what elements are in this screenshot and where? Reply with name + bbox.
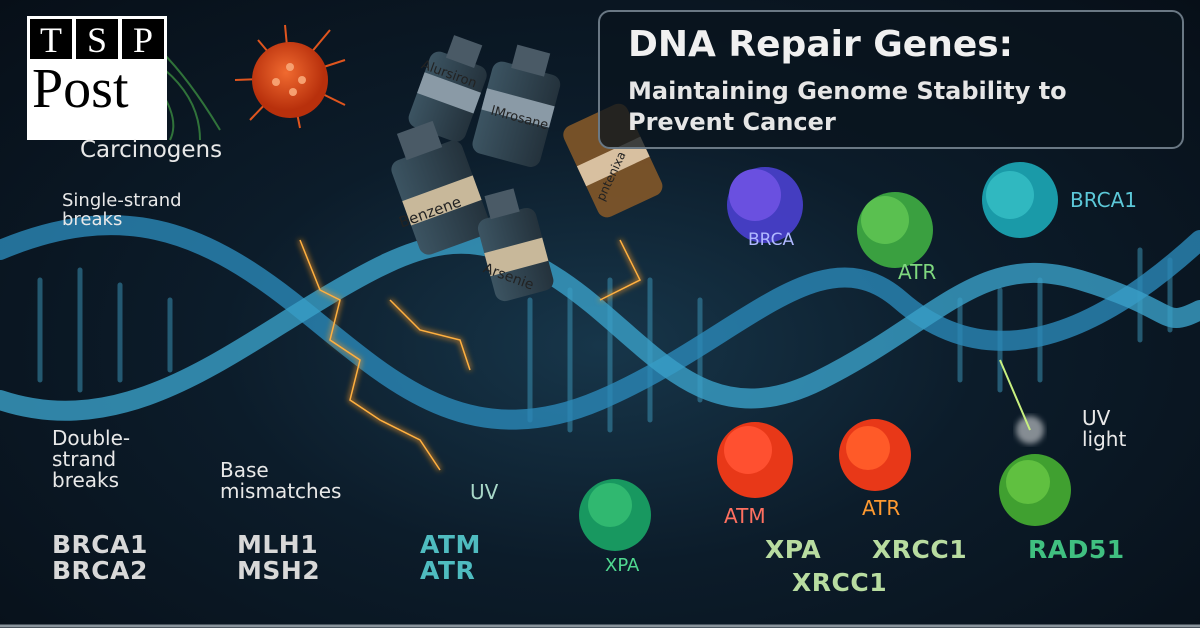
page-subtitle: Maintaining Genome Stability to Prevent … — [628, 77, 1067, 137]
gene-name: BRCA1 — [52, 530, 148, 559]
vial-2 — [472, 44, 561, 167]
gene-column-brca: BRCA1 BRCA2 — [52, 530, 148, 586]
vial-1 — [408, 35, 487, 142]
page-title: DNA Repair Genes: — [628, 24, 1014, 65]
gene-name: ATM — [420, 530, 481, 559]
label-line: Base — [220, 458, 269, 482]
gene-name: BRCA2 — [52, 556, 148, 586]
gene-column-mismatch: MLH1 MSH2 — [237, 530, 321, 586]
protein-label-xpa: XPA — [605, 555, 640, 576]
label-base-mismatches: Base mismatches — [220, 460, 341, 502]
gene-name: MSH2 — [237, 556, 321, 586]
label-line: Double- — [52, 426, 131, 450]
label-line: mismatches — [220, 479, 342, 503]
label-carcinogens: Carcinogens — [80, 137, 223, 163]
protein-blobs — [579, 162, 1071, 551]
vial-3 — [391, 120, 491, 255]
virus-icon — [234, 24, 346, 129]
label-double-strand: Double- strand breaks — [52, 428, 130, 491]
label-line: UV — [1082, 406, 1111, 430]
label-uv: UV — [470, 480, 499, 504]
label-line: breaks — [52, 468, 120, 492]
label-line: Single-strand — [62, 190, 182, 211]
protein-label-brca1: BRCA1 — [1070, 188, 1137, 212]
gene-xrcc1-2: XRCC1 — [792, 568, 888, 597]
protein-label-atr-2: ATR — [862, 496, 901, 520]
gene-xpa: XPA — [765, 535, 822, 564]
protein-label-atr: ATR — [898, 260, 937, 284]
label-single-strand: Single-strand breaks — [62, 190, 182, 230]
protein-label-brca: BRCA — [748, 230, 795, 250]
title-panel — [598, 10, 1184, 149]
logo-word: Post — [32, 58, 129, 120]
gene-name: MLH1 — [237, 530, 319, 559]
bacteria-icon — [159, 49, 221, 141]
vial-4 — [477, 188, 554, 302]
label-uv-light: UV light — [1082, 408, 1126, 450]
logo-letter: S — [76, 19, 118, 60]
uv-light-flare — [999, 359, 1044, 444]
logo-letter: P — [122, 19, 164, 60]
tsp-post-logo: T S P Post — [27, 16, 167, 140]
dna-helix-icon — [0, 215, 1200, 433]
gene-name: ATR — [420, 556, 476, 586]
gene-column-uv: ATM ATR — [420, 530, 481, 586]
protein-label-atm: ATM — [724, 504, 766, 528]
label-line: breaks — [62, 208, 123, 230]
gene-rad51: RAD51 — [1028, 535, 1125, 564]
label-line: strand — [52, 447, 117, 471]
label-line: light — [1082, 427, 1127, 451]
gene-xrcc1: XRCC1 — [872, 535, 968, 564]
logo-letter: T — [30, 19, 72, 60]
